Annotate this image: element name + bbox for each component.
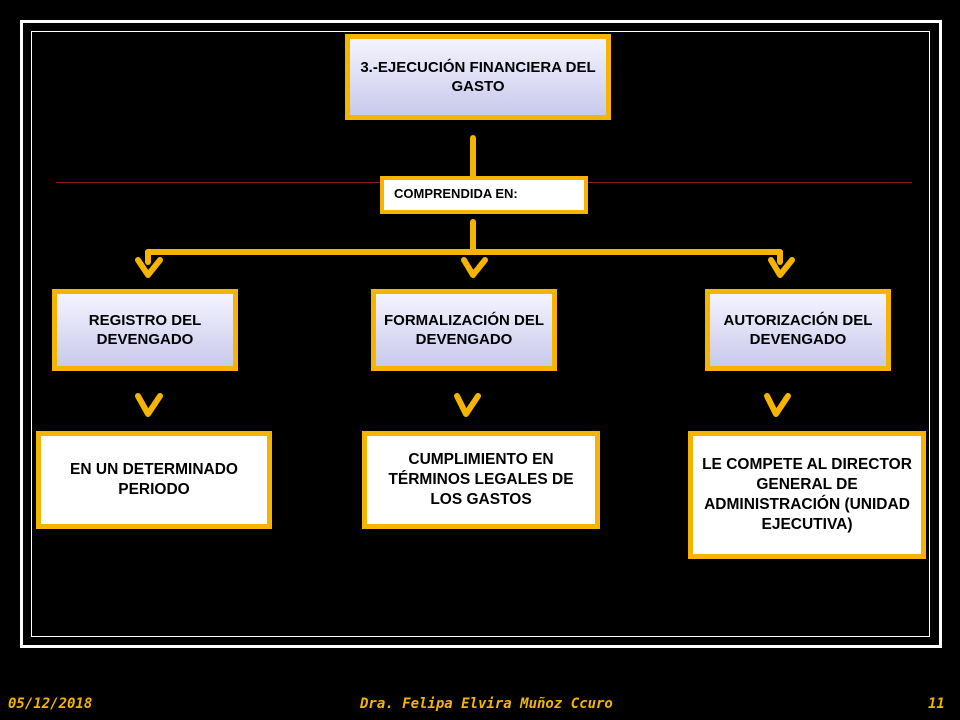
detail-text: CUMPLIMIENTO EN TÉRMINOS LEGALES DE LOS …	[388, 451, 574, 508]
detail-text: LE COMPETE AL DIRECTOR GENERAL DE ADMINI…	[702, 456, 912, 533]
footer-author: Dra. Felipa Elvira Muñoz Ccuro	[360, 696, 613, 712]
arrow-down-icon	[768, 257, 795, 278]
detail-box-periodo: EN UN DETERMINADO PERIODO	[36, 431, 272, 529]
title-box: 3.-EJECUCIÓN FINANCIERA DEL GASTO	[345, 34, 611, 120]
branch-heading: AUTORIZACIÓN DEL DEVENGADO	[723, 312, 873, 348]
comprendida-label: COMPRENDIDA EN:	[380, 176, 588, 214]
branch-box-registro: REGISTRO DEL DEVENGADO	[52, 289, 238, 371]
footer-date: 05/12/2018	[8, 696, 93, 712]
title-text: 3.-EJECUCIÓN FINANCIERA DEL GASTO	[360, 59, 596, 95]
arrow-down-icon	[135, 257, 163, 278]
arrow-down-icon	[454, 393, 481, 417]
arrow-down-icon	[135, 393, 163, 417]
branch-heading: REGISTRO DEL DEVENGADO	[88, 312, 202, 348]
footer-page-number: 11	[928, 696, 945, 712]
branch-box-formalizacion: FORMALIZACIÓN DEL DEVENGADO	[371, 289, 557, 371]
branch-heading: FORMALIZACIÓN DEL DEVENGADO	[384, 312, 544, 348]
detail-box-cumplimiento: CUMPLIMIENTO EN TÉRMINOS LEGALES DE LOS …	[362, 431, 600, 529]
arrow-down-icon	[461, 257, 488, 278]
detail-text: EN UN DETERMINADO PERIODO	[70, 461, 238, 498]
detail-box-competencia: LE COMPETE AL DIRECTOR GENERAL DE ADMINI…	[688, 431, 926, 559]
arrow-down-icon	[764, 393, 791, 417]
branch-box-autorizacion: AUTORIZACIÓN DEL DEVENGADO	[705, 289, 891, 371]
slide-frame-inner	[31, 31, 930, 637]
slide-frame-outer	[20, 20, 942, 648]
